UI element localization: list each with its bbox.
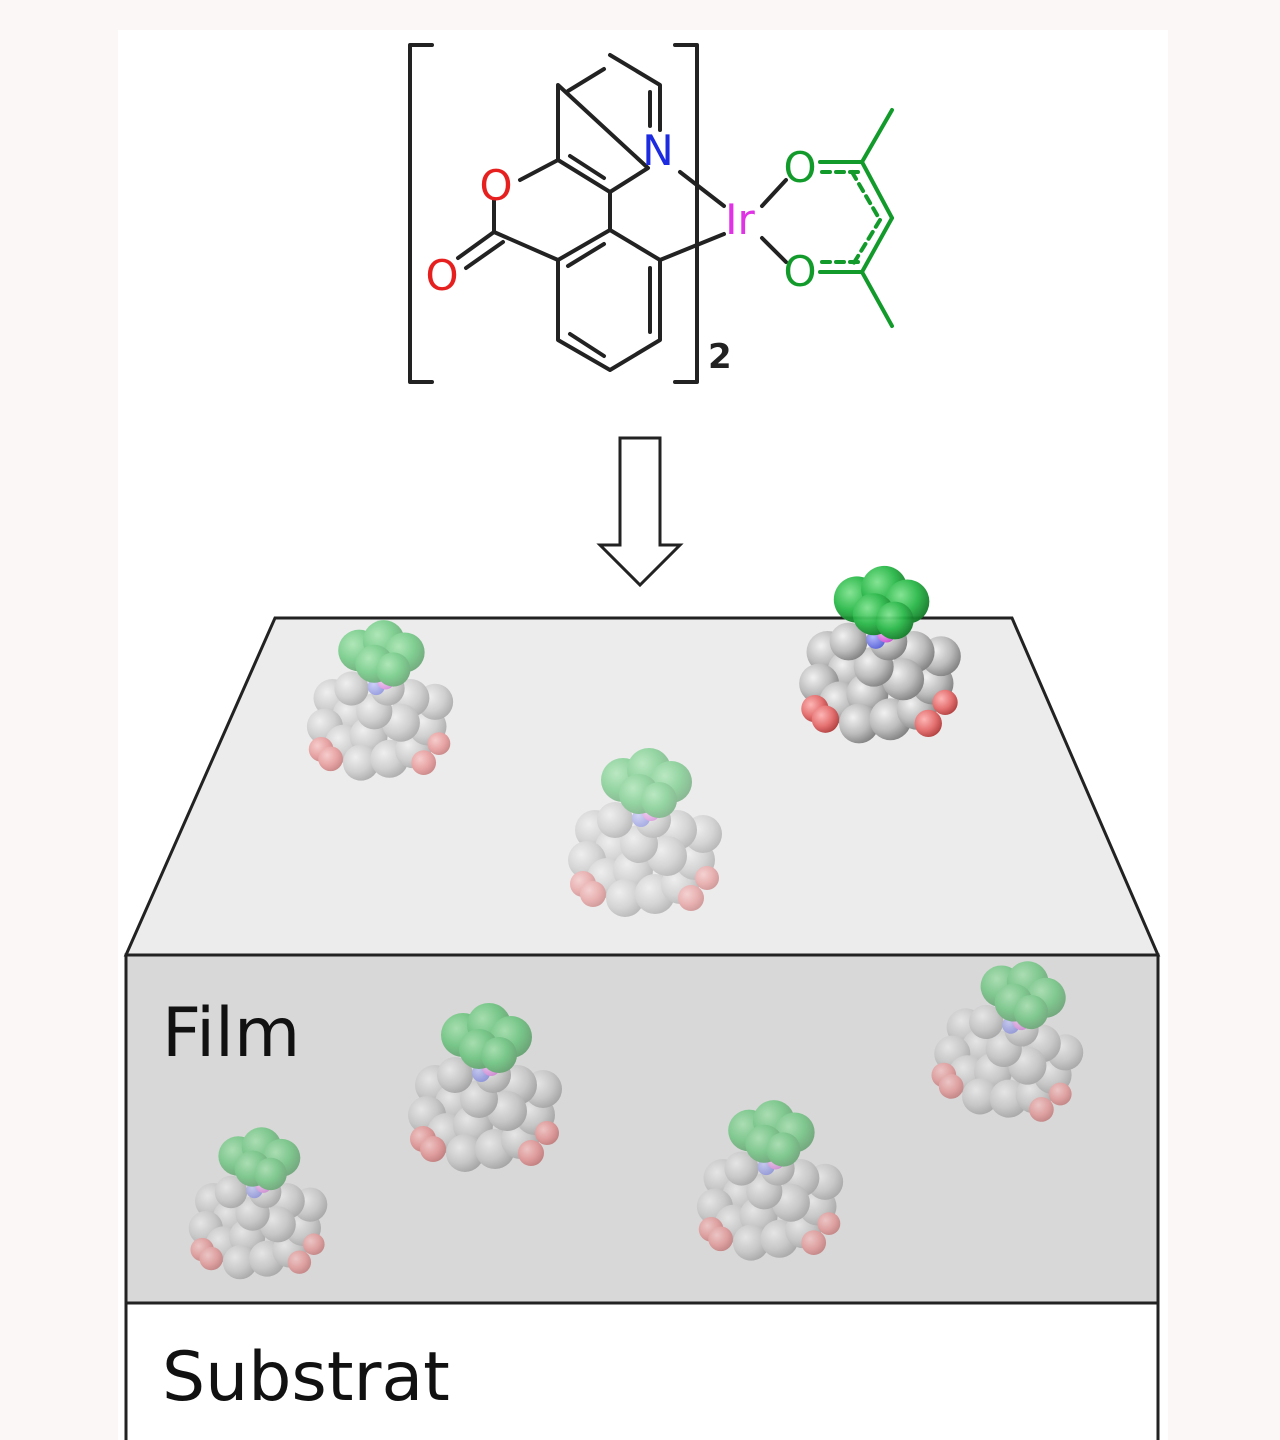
benzene-double-bond-3 bbox=[568, 332, 606, 358]
acac-bond-3 bbox=[860, 216, 894, 274]
acac-methyl-top bbox=[860, 108, 894, 164]
n-ir-bond bbox=[678, 170, 726, 208]
benzene-double-bond-1 bbox=[566, 242, 606, 268]
acac-bond-2-dash bbox=[850, 170, 882, 222]
ir-o-bond-bottom bbox=[760, 236, 788, 264]
acac-bond-2 bbox=[860, 160, 894, 220]
carbonyl-bond-2 bbox=[464, 240, 505, 270]
atom-o-carbonyl: O bbox=[425, 251, 458, 300]
acac-methyl-bottom bbox=[860, 270, 894, 328]
left-bracket bbox=[408, 43, 434, 384]
carbonyl-bond-1 bbox=[456, 230, 496, 260]
chemical-structure bbox=[408, 43, 726, 384]
bond-c-ring bbox=[492, 230, 560, 262]
ir-o-bond-top bbox=[760, 178, 788, 208]
atom-o-ring: O bbox=[479, 161, 512, 210]
atom-o-acac-top: O bbox=[783, 143, 816, 192]
substrate-layer bbox=[124, 1301, 1160, 1440]
film-label: Film bbox=[162, 994, 300, 1073]
subscript-count: 2 bbox=[708, 337, 732, 377]
down-arrow-icon bbox=[596, 436, 684, 588]
right-bracket bbox=[673, 43, 699, 384]
atom-o-acac-bottom: O bbox=[783, 247, 816, 296]
atom-ir: Ir bbox=[725, 195, 755, 244]
bond-c-o bbox=[518, 158, 560, 182]
substrate-label: Substrat bbox=[162, 1338, 450, 1417]
pyridine-double-bond bbox=[566, 67, 606, 93]
acac-ligand bbox=[760, 108, 894, 328]
pyridine-double-bond-3 bbox=[568, 154, 606, 180]
atom-n: N bbox=[642, 126, 673, 175]
acac-bond-3-dash bbox=[850, 218, 882, 268]
c-ir-bond bbox=[658, 232, 726, 262]
